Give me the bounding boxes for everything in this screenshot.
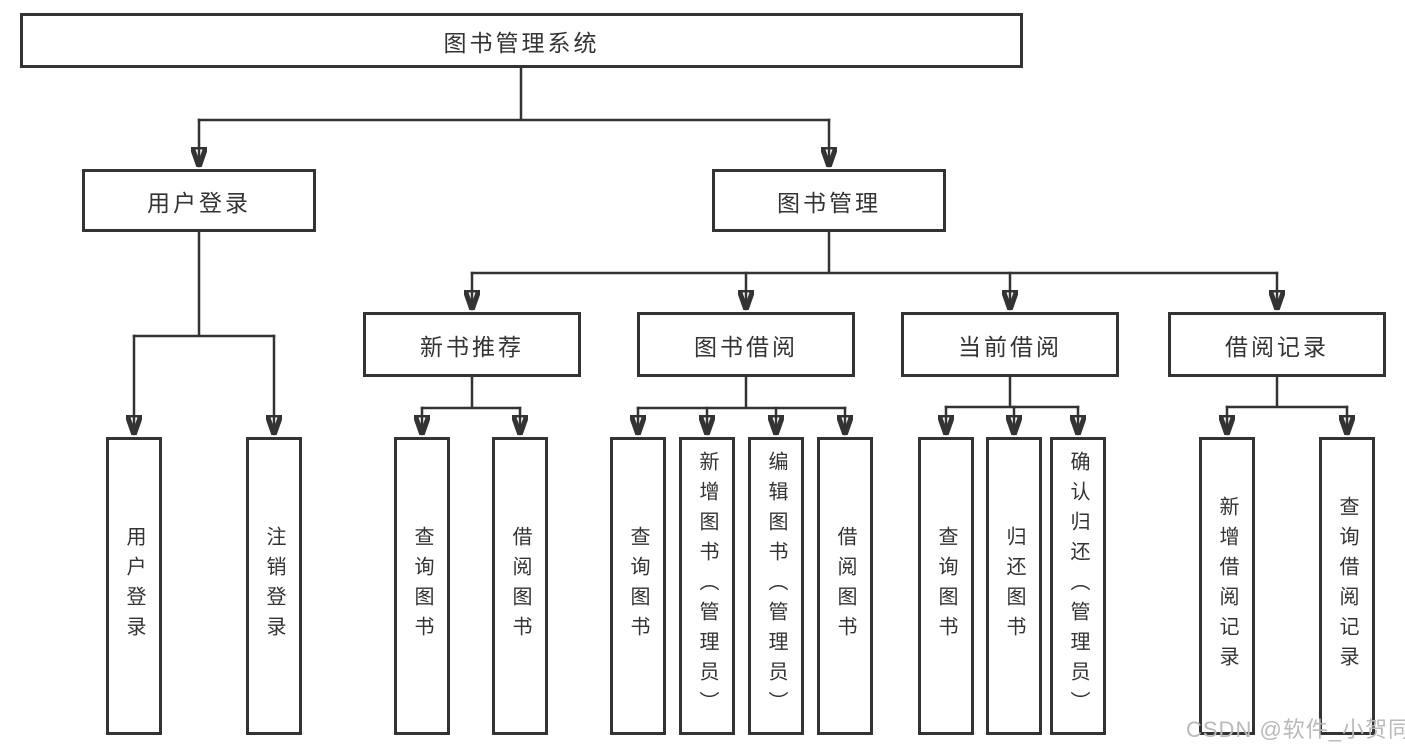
node-user-login: 用户登录 xyxy=(82,169,316,232)
node-book-borrow-label: 图书借阅 xyxy=(694,333,798,360)
node-new-book-recommend: 新书推荐 xyxy=(363,312,581,377)
leaf-add-borrow-record-label: 新增借阅记录 xyxy=(1216,496,1238,676)
leaf-logout: 注销登录 xyxy=(246,437,302,735)
leaf-return-book: 归还图书 xyxy=(986,437,1042,735)
node-book-borrow: 图书借阅 xyxy=(637,312,855,377)
leaf-query-books-1-label: 查询图书 xyxy=(411,526,433,646)
leaf-add-borrow-record: 新增借阅记录 xyxy=(1199,437,1255,735)
connector-structure xyxy=(132,66,1349,410)
leaf-user-login: 用户登录 xyxy=(106,437,162,735)
csdn-watermark: CSDN @软件_小贺同学 xyxy=(1186,717,1405,742)
leaf-borrow-books-2-label: 借阅图书 xyxy=(834,526,856,646)
node-new-book-recommend-label: 新书推荐 xyxy=(420,333,524,360)
leaf-confirm-return-admin-label: 确认归还（管理员） xyxy=(1067,451,1089,721)
leaf-borrow-books-1-label: 借阅图书 xyxy=(509,526,531,646)
leaf-query-books-2: 查询图书 xyxy=(610,437,666,735)
node-user-login-label: 用户登录 xyxy=(147,189,251,216)
node-book-management-label: 图书管理 xyxy=(777,189,881,216)
node-root-label: 图书管理系统 xyxy=(443,29,600,56)
leaf-query-borrow-record: 查询借阅记录 xyxy=(1319,437,1375,735)
node-borrow-records: 借阅记录 xyxy=(1168,312,1386,377)
leaf-borrow-books-2: 借阅图书 xyxy=(817,437,873,735)
leaf-query-books-1: 查询图书 xyxy=(394,437,450,735)
leaf-query-books-3-label: 查询图书 xyxy=(935,526,957,646)
leaf-query-books-3: 查询图书 xyxy=(918,437,974,735)
leaf-return-book-label: 归还图书 xyxy=(1003,526,1025,646)
leaf-confirm-return-admin: 确认归还（管理员） xyxy=(1050,437,1106,735)
node-borrow-records-label: 借阅记录 xyxy=(1225,333,1329,360)
node-current-borrow: 当前借阅 xyxy=(901,312,1119,377)
leaf-add-book-admin-label: 新增图书（管理员） xyxy=(696,451,718,721)
leaf-edit-book-admin-label: 编辑图书（管理员） xyxy=(765,451,787,721)
node-root: 图书管理系统 xyxy=(20,13,1023,68)
leaf-query-borrow-record-label: 查询借阅记录 xyxy=(1336,496,1358,676)
leaf-user-login-label: 用户登录 xyxy=(123,526,145,646)
node-book-management: 图书管理 xyxy=(712,169,946,232)
leaf-query-books-2-label: 查询图书 xyxy=(627,526,649,646)
leaf-add-book-admin: 新增图书（管理员） xyxy=(679,437,735,735)
leaf-borrow-books-1: 借阅图书 xyxy=(492,437,548,735)
leaf-edit-book-admin: 编辑图书（管理员） xyxy=(748,437,804,735)
node-current-borrow-label: 当前借阅 xyxy=(958,333,1062,360)
leaf-logout-label: 注销登录 xyxy=(263,526,285,646)
